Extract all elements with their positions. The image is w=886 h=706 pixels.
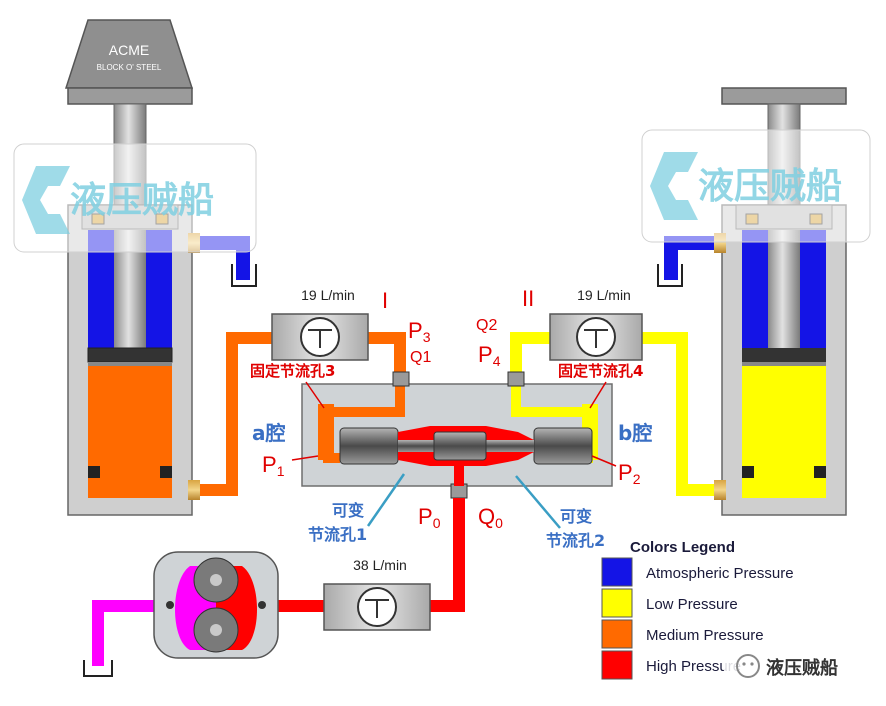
label-roman-right: II xyxy=(522,286,534,311)
seal-right xyxy=(160,466,172,478)
fitting-q1 xyxy=(392,371,410,387)
label-q1: Q1 xyxy=(410,349,431,366)
piston xyxy=(87,347,173,363)
seal-left xyxy=(88,466,100,478)
piston-rod-inner xyxy=(768,230,800,348)
brand-top: ACME xyxy=(109,42,149,58)
spool-right xyxy=(533,427,593,465)
legend: Colors Legend Atmospheric Pressure Low P… xyxy=(601,539,794,680)
label-orifice3: 固定节流孔3 xyxy=(250,362,335,380)
left-medium-line xyxy=(188,332,406,500)
label-a-chamber: a腔 xyxy=(252,421,286,445)
watermark-logo-icon xyxy=(650,152,698,220)
pointer-arrow xyxy=(515,475,561,529)
brass-fitting xyxy=(188,480,200,500)
flowmeter-right: 19 L/min xyxy=(549,287,643,361)
footer-watermark: 液压贼船 xyxy=(724,648,880,684)
fitting-p0 xyxy=(450,483,468,499)
label-var1-line2: 节流孔1 xyxy=(308,525,367,544)
pointer-arrow xyxy=(591,455,617,467)
legend-swatch-medium xyxy=(601,619,633,649)
label-roman-left: I xyxy=(382,288,388,313)
piston-ring xyxy=(742,362,826,366)
watermark-logo-icon xyxy=(22,166,70,234)
flowmeter-bottom: 38 L/min xyxy=(323,557,431,631)
pointer-arrow xyxy=(291,455,319,461)
watermark-right: 液压贼船 xyxy=(641,129,871,243)
watermark-left: 液压贼船 xyxy=(13,143,257,253)
spool-center xyxy=(433,431,487,461)
legend-label-high: High Pressure xyxy=(646,658,741,675)
flowmeter-right-reading: 19 L/min xyxy=(577,287,631,303)
label-b-chamber: b腔 xyxy=(618,421,652,445)
label-var2-line2: 节流孔2 xyxy=(546,531,605,550)
brass-fitting xyxy=(714,480,726,500)
legend-label-atmospheric: Atmospheric Pressure xyxy=(646,565,794,582)
flowmeter-left: 19 L/min xyxy=(271,287,369,361)
label-q0: Q0 xyxy=(478,504,503,531)
pump-line xyxy=(83,498,465,677)
watermark-text: 液压贼船 xyxy=(698,166,842,207)
cap-chamber xyxy=(88,366,172,498)
load-plate xyxy=(721,87,847,105)
diagram-labels: I II P3 Q1 Q2 P4 固定节流孔3 固定节流孔4 a腔 b腔 P1 … xyxy=(250,286,652,550)
flowmeter-left-reading: 19 L/min xyxy=(301,287,355,303)
pointer-arrow xyxy=(589,381,607,409)
spool-left xyxy=(339,427,399,465)
label-q2: Q2 xyxy=(476,317,497,334)
flowmeter-bottom-reading: 38 L/min xyxy=(353,557,407,573)
wechat-icon xyxy=(736,654,760,678)
pointer-arrow xyxy=(366,473,406,527)
legend-title: Colors Legend xyxy=(630,539,735,556)
piston-ring xyxy=(88,362,172,366)
pointer-arrow xyxy=(305,381,325,409)
seal-right xyxy=(814,466,826,478)
cap-chamber xyxy=(742,366,826,498)
label-orifice4: 固定节流孔4 xyxy=(558,362,643,380)
gear-pump xyxy=(153,551,279,659)
label-p4: P4 xyxy=(478,342,501,369)
label-p2: P2 xyxy=(618,460,641,487)
legend-swatch-atmospheric xyxy=(601,557,633,587)
piston xyxy=(742,348,826,362)
legend-swatch-high xyxy=(601,650,633,680)
valve-block xyxy=(301,371,613,499)
legend-label-low: Low Pressure xyxy=(646,596,738,613)
seal-left xyxy=(742,466,754,478)
label-p3: P3 xyxy=(408,318,431,345)
fitting-q2 xyxy=(507,371,525,387)
right-low-line xyxy=(510,332,726,500)
footer-watermark-text: 液压贼船 xyxy=(766,657,838,679)
legend-label-medium: Medium Pressure xyxy=(646,627,764,644)
watermark-text: 液压贼船 xyxy=(70,180,214,221)
brand-bottom: BLOCK O' STEEL xyxy=(97,63,162,72)
label-var2-line1: 可变 xyxy=(560,507,592,526)
label-p1: P1 xyxy=(262,452,285,479)
load-plate xyxy=(67,87,193,105)
legend-swatch-low xyxy=(601,588,633,618)
left-cylinder: ACME BLOCK O' STEEL xyxy=(64,19,194,516)
label-p0: P0 xyxy=(418,504,441,531)
label-var1-line1: 可变 xyxy=(332,501,364,520)
